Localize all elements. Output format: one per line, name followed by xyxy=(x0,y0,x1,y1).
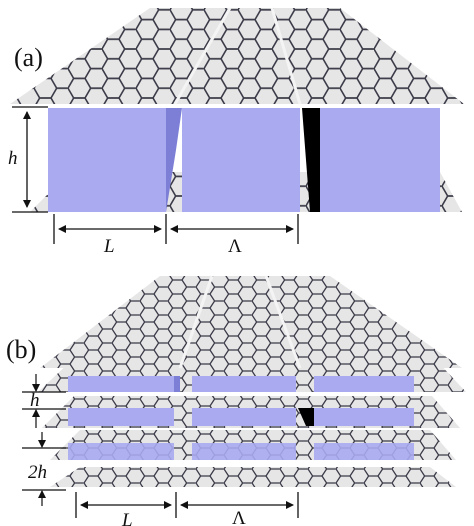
block-3 xyxy=(320,108,440,212)
block-row2-2 xyxy=(192,408,296,426)
gap-shadow xyxy=(302,108,322,212)
top-graphene-sheet xyxy=(10,7,464,105)
panel-b: (b) h 2h L Λ xyxy=(6,275,466,526)
panel-a: (a) h L Λ xyxy=(8,7,464,257)
thickness-label: h xyxy=(30,390,40,411)
height-dimension xyxy=(12,106,48,213)
period-label-b: Λ xyxy=(232,508,246,526)
width-period-dimension-b xyxy=(75,492,299,518)
block-row2-3 xyxy=(314,408,414,426)
period-label: Λ xyxy=(228,236,242,257)
width-label: L xyxy=(103,236,115,257)
spacing-label: 2h xyxy=(28,462,47,483)
spacing-dimension xyxy=(22,432,66,506)
block-2 xyxy=(182,108,300,212)
thickness-dimension xyxy=(22,374,66,428)
panel-b-label: (b) xyxy=(6,335,36,364)
sheet-stack xyxy=(38,275,466,487)
block-1 xyxy=(48,108,182,212)
height-label: h xyxy=(8,148,18,169)
width-label-b: L xyxy=(121,510,133,526)
width-period-dimension xyxy=(53,214,299,244)
panel-a-label: (a) xyxy=(14,43,43,72)
block-row2-1 xyxy=(68,408,174,426)
